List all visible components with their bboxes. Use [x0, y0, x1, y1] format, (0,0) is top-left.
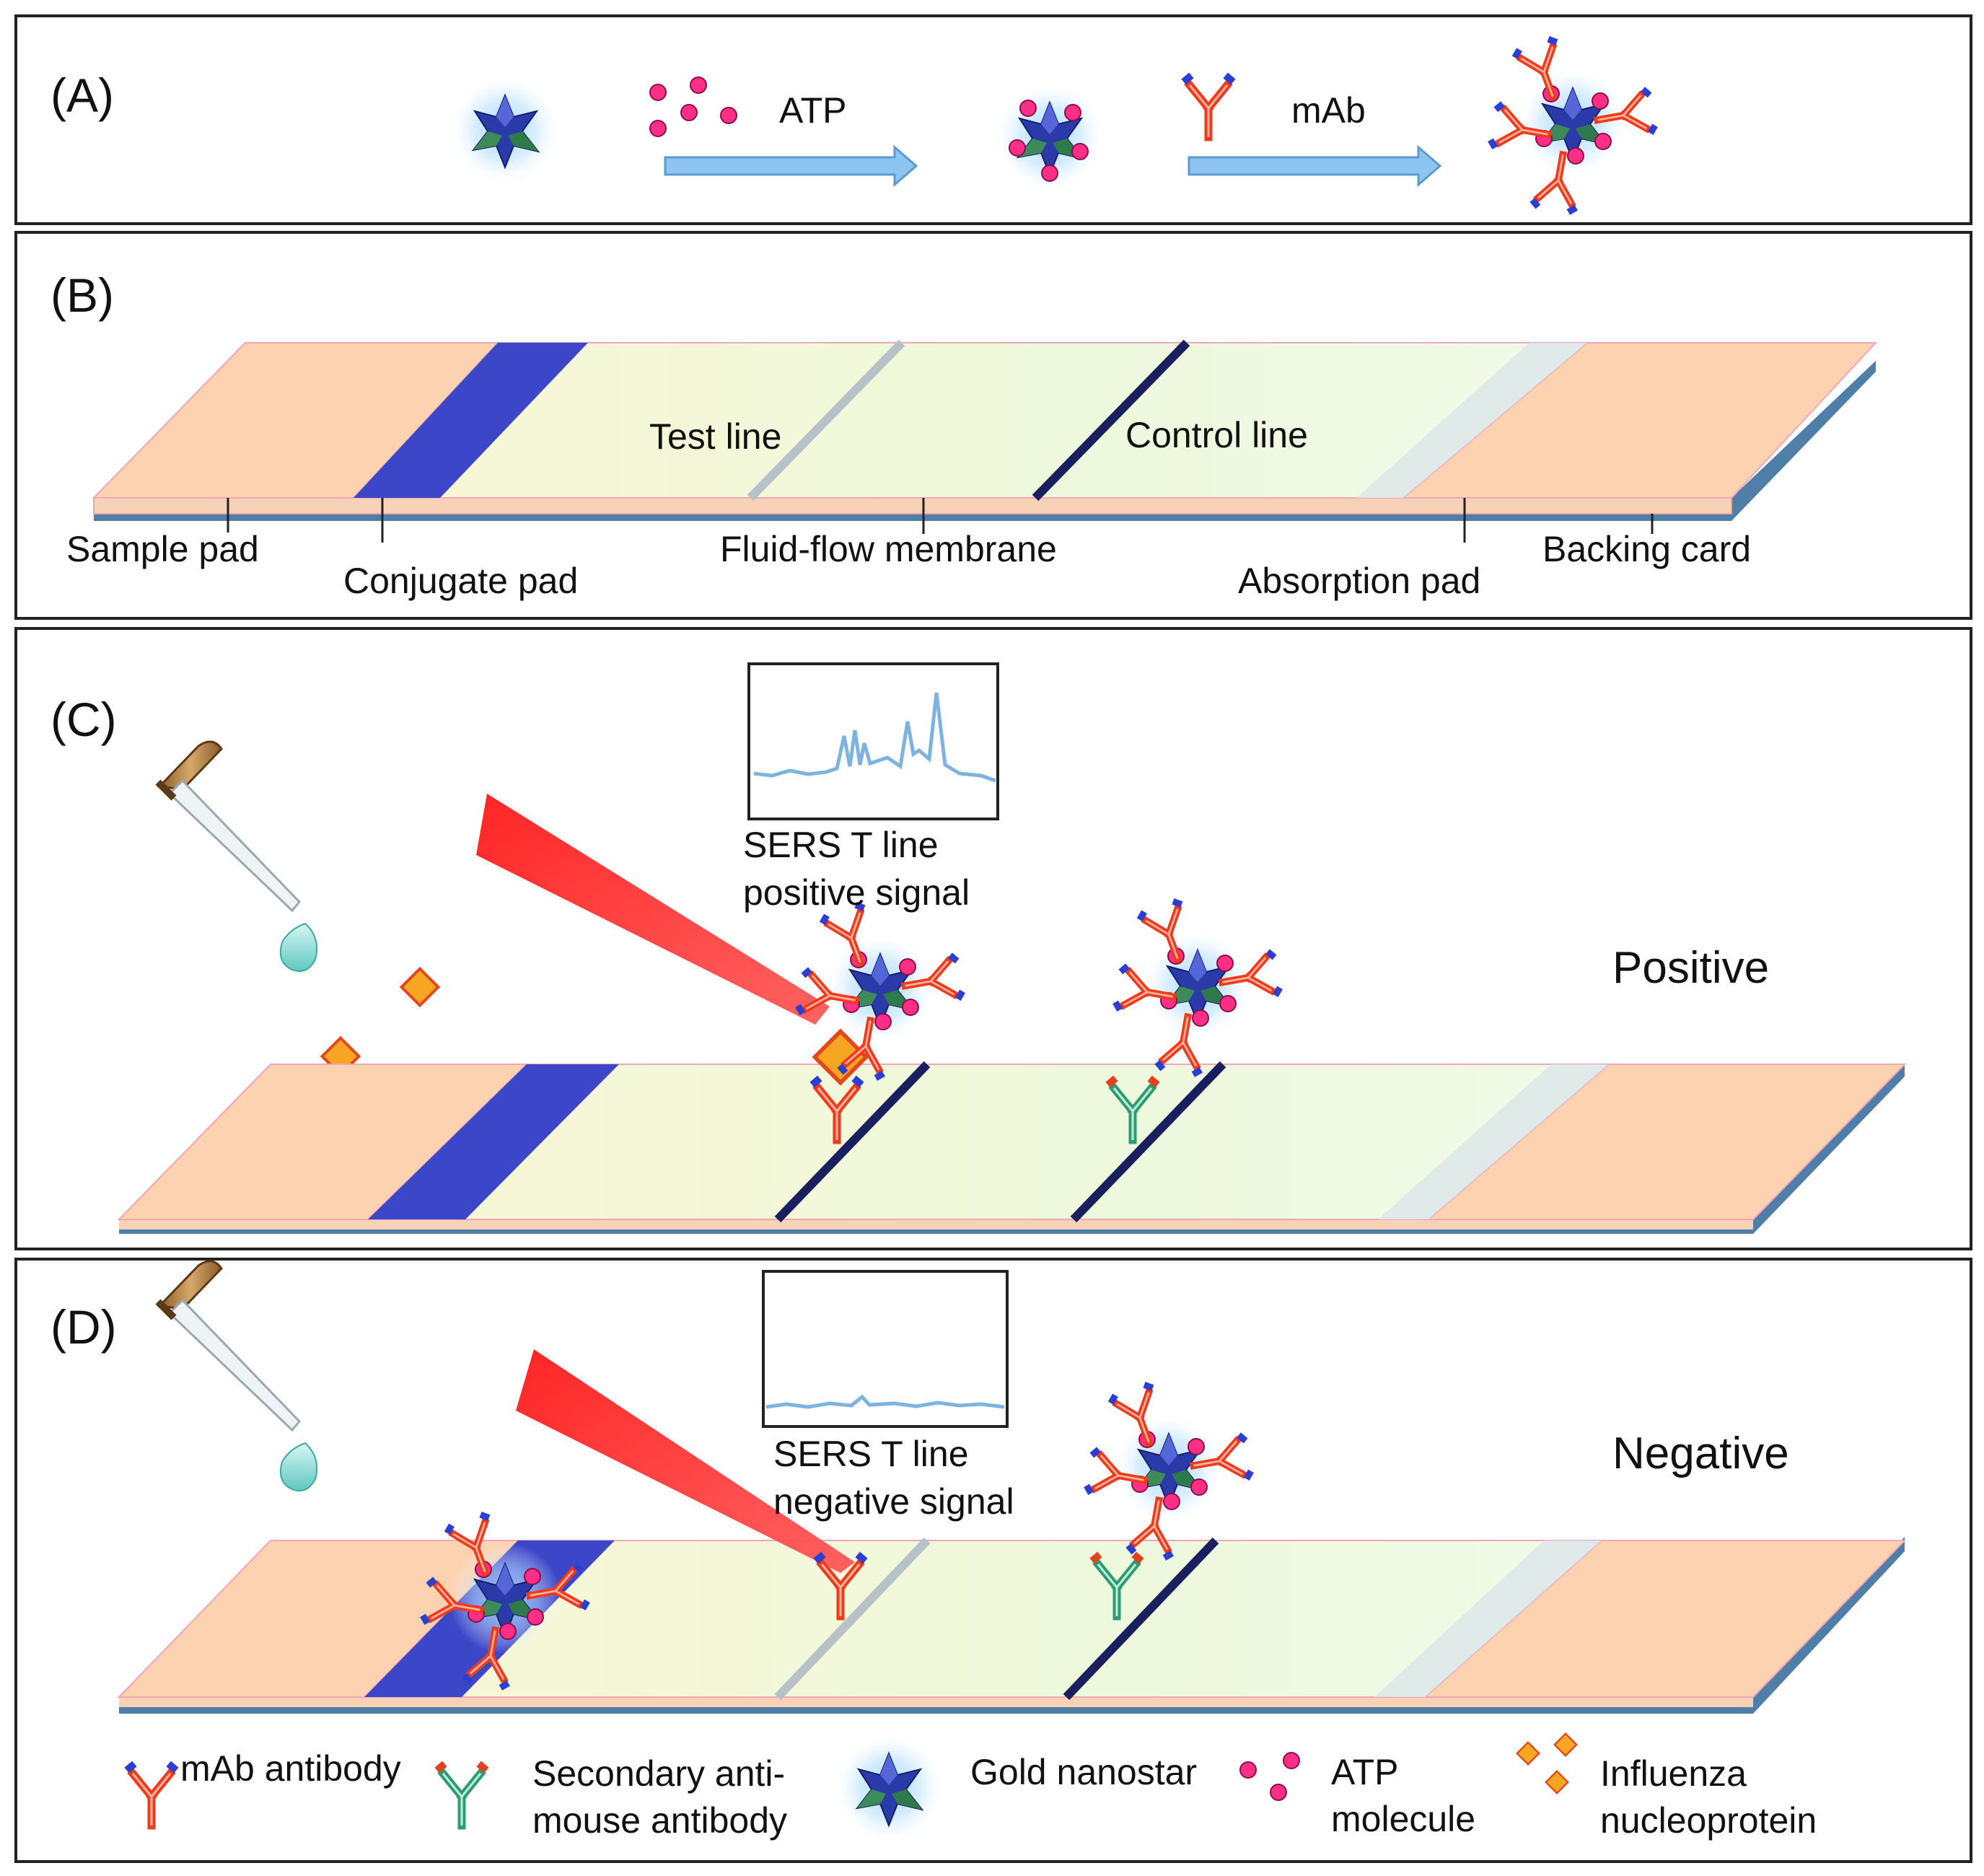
panel-a-letter: (A) [51, 69, 114, 122]
lateral-flow-strip [92, 339, 1878, 521]
atp-label: ATP [779, 90, 847, 131]
panel-c: (C) SERS T line positi [14, 627, 1972, 1250]
lateral-flow-strip [117, 1537, 1907, 1714]
signal-label-line2: negative signal [773, 1481, 1014, 1522]
label-pointers [227, 498, 1654, 543]
gold-nanostar-icon [448, 73, 562, 187]
laser-beam [516, 1349, 855, 1573]
signal-label-line1: SERS T line [773, 1434, 969, 1474]
arrow-icon [1188, 144, 1442, 188]
laser-beam [476, 794, 830, 1025]
spectrum-plot-positive [747, 662, 999, 820]
backing-card-label: Backing card [1542, 529, 1751, 569]
gold-nanostar-icon [832, 1731, 946, 1845]
membrane-label: Fluid-flow membrane [720, 529, 1057, 569]
legend-atp-line1: ATP [1331, 1752, 1399, 1792]
spectrum-plot-negative [762, 1270, 1009, 1428]
test-line [774, 1537, 931, 1701]
lateral-flow-strip [117, 1061, 1907, 1234]
signal-label-line1: SERS T line [743, 825, 939, 865]
sample-pad-label: Sample pad [66, 529, 259, 569]
result-label: Negative [1612, 1429, 1789, 1478]
arrow-icon [664, 144, 918, 188]
panel-b: (B) Test line Control line Sample pad Co… [14, 231, 1972, 620]
legend-secondary-line1: Secondary anti- [532, 1753, 785, 1794]
conjugate-pad-label: Conjugate pad [343, 561, 578, 601]
legend-atp-line2: molecule [1331, 1799, 1475, 1839]
mab-label: mAb [1291, 90, 1366, 131]
absorption-pad-label: Absorption pad [1238, 561, 1480, 601]
panel-c-letter: (C) [51, 693, 117, 746]
control-line [1070, 1061, 1226, 1223]
legend: mAb antibody Secondary anti- mouse antib… [124, 1731, 1817, 1845]
test-line [747, 339, 905, 501]
legend-nucleo-line1: Influenza [1600, 1753, 1747, 1794]
signal-label-line2: positive signal [743, 872, 970, 913]
result-label: Positive [1612, 943, 1769, 993]
panel-d-letter: (D) [51, 1300, 117, 1354]
atp-conjugated-nanostar-icon [993, 80, 1107, 194]
legend-mab-label: mAb antibody [180, 1748, 401, 1789]
legend-secondary-line2: mouse antibody [532, 1800, 787, 1841]
test-line-label: Test line [649, 416, 781, 457]
legend-nanostar-label: Gold nanostar [970, 1752, 1197, 1792]
control-line-label: Control line [1125, 415, 1308, 455]
test-line [774, 1061, 931, 1223]
panel-d: (D) SERS T line negative signal Negative [14, 1259, 1972, 1863]
legend-nucleo-line2: nucleoprotein [1600, 1800, 1817, 1841]
panel-b-letter: (B) [51, 268, 114, 322]
control-line [1063, 1537, 1219, 1701]
panel-a: (A) ATP mAb [14, 14, 1972, 225]
control-line [1032, 339, 1190, 501]
